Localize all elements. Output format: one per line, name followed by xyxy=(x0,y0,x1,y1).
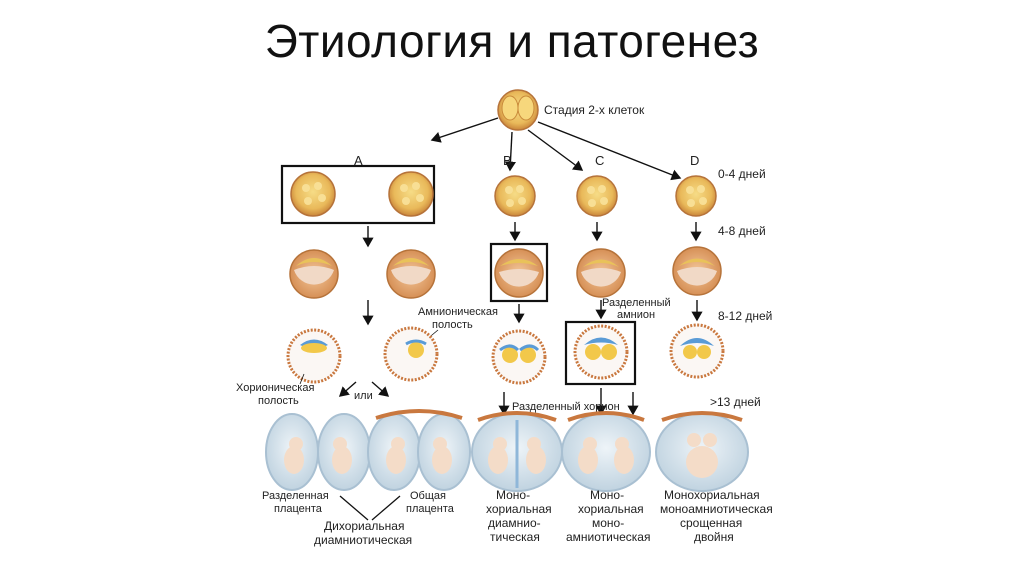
dichorionic-label-1: Дихориальная xyxy=(324,519,404,533)
arrows-row3 xyxy=(498,388,639,416)
two-cell-embryo xyxy=(497,89,539,131)
amniotic-cavity-label-2: полость xyxy=(432,319,473,331)
outcome-labels: Разделенная плацента Общая плацента Дихо… xyxy=(262,488,773,547)
column-c-box xyxy=(564,320,637,386)
mono-di-label-1: Моно- xyxy=(496,488,530,502)
split-amnion-label-2: амнион xyxy=(617,309,655,321)
two-cell-label: Стадия 2-х клеток xyxy=(544,103,645,117)
conjoined-label-2: моноамниотическая xyxy=(660,502,773,516)
arrows-row1 xyxy=(362,222,702,248)
conjoined-label-3: срощенная xyxy=(680,516,742,530)
morula xyxy=(494,175,536,217)
chorionic-pointer xyxy=(299,373,305,385)
monochorionic-diamniotic-fetuses xyxy=(471,411,563,492)
monochorionic-monoamniotic-fetuses xyxy=(561,411,651,492)
stage-label-13: >13 дней xyxy=(710,395,761,409)
morula xyxy=(675,175,717,217)
slide-title: Этиология и патогенез xyxy=(264,15,760,67)
column-label-b: B xyxy=(503,153,512,168)
blastocyst xyxy=(576,248,626,298)
arrows-row2 xyxy=(362,300,703,326)
split-chorion-label: Разделенный хорион xyxy=(512,401,620,413)
placenta-bracket xyxy=(339,495,401,521)
morula xyxy=(290,171,336,217)
embryo-split-amnion xyxy=(573,324,629,380)
mono-di-label-4: тическая xyxy=(490,530,540,544)
chorionic-cavity-label-1: Хорионическая xyxy=(236,382,314,394)
column-label-d: D xyxy=(690,153,699,168)
common-placenta-label-2: плацента xyxy=(406,503,455,515)
column-label-c: C xyxy=(595,153,604,168)
split-placenta-label-2: плацента xyxy=(274,503,323,515)
stage-label-0-4: 0-4 дней xyxy=(718,167,766,181)
mono-mono-label-2: хориальная xyxy=(578,502,644,516)
or-arrows xyxy=(338,381,390,397)
blastocyst xyxy=(494,248,544,298)
chorionic-cavity-label-2: полость xyxy=(258,395,299,407)
conjoined-label-4: двойня xyxy=(694,530,734,544)
column-b-box xyxy=(489,242,549,303)
column-a-box xyxy=(280,164,436,225)
blastocyst xyxy=(672,246,722,296)
amniotic-cavity-label-1: Амнионическая xyxy=(418,306,498,318)
blastocyst xyxy=(289,249,339,299)
column-label-a: A xyxy=(354,153,363,168)
mono-di-label-2: хориальная xyxy=(486,502,552,516)
dichorionic-label-2: диамниотическая xyxy=(314,533,412,547)
split-amnion-label-1: Разделенный xyxy=(602,297,671,309)
conjoined-label-1: Монохориальная xyxy=(664,488,760,502)
common-placenta-label-1: Общая xyxy=(410,490,446,502)
mono-mono-label-1: Моно- xyxy=(590,488,624,502)
dichorionic-fetuses-common-placenta xyxy=(367,409,471,491)
mono-di-label-3: диамнио- xyxy=(488,516,541,530)
or-label: или xyxy=(354,390,373,402)
embryo-single-amnion xyxy=(669,323,725,379)
top-arrows xyxy=(430,117,682,181)
split-placenta-label-1: Разделенная xyxy=(262,490,329,502)
stage-label-4-8: 4-8 дней xyxy=(718,224,766,238)
morula xyxy=(388,171,434,217)
stage-label-8-12: 8-12 дней xyxy=(718,309,772,323)
blastocyst xyxy=(386,249,436,299)
embryo-chorionic-sac xyxy=(383,326,439,382)
dichorionic-fetuses-split-placenta xyxy=(265,413,371,491)
embryo-chorionic-sac xyxy=(286,328,342,384)
mono-mono-label-3: моно- xyxy=(592,516,624,530)
conjoined-twins xyxy=(655,411,749,492)
embryo-two-amnion-sacs xyxy=(491,329,547,385)
morula xyxy=(576,175,618,217)
mono-mono-label-4: амниотическая xyxy=(566,530,650,544)
